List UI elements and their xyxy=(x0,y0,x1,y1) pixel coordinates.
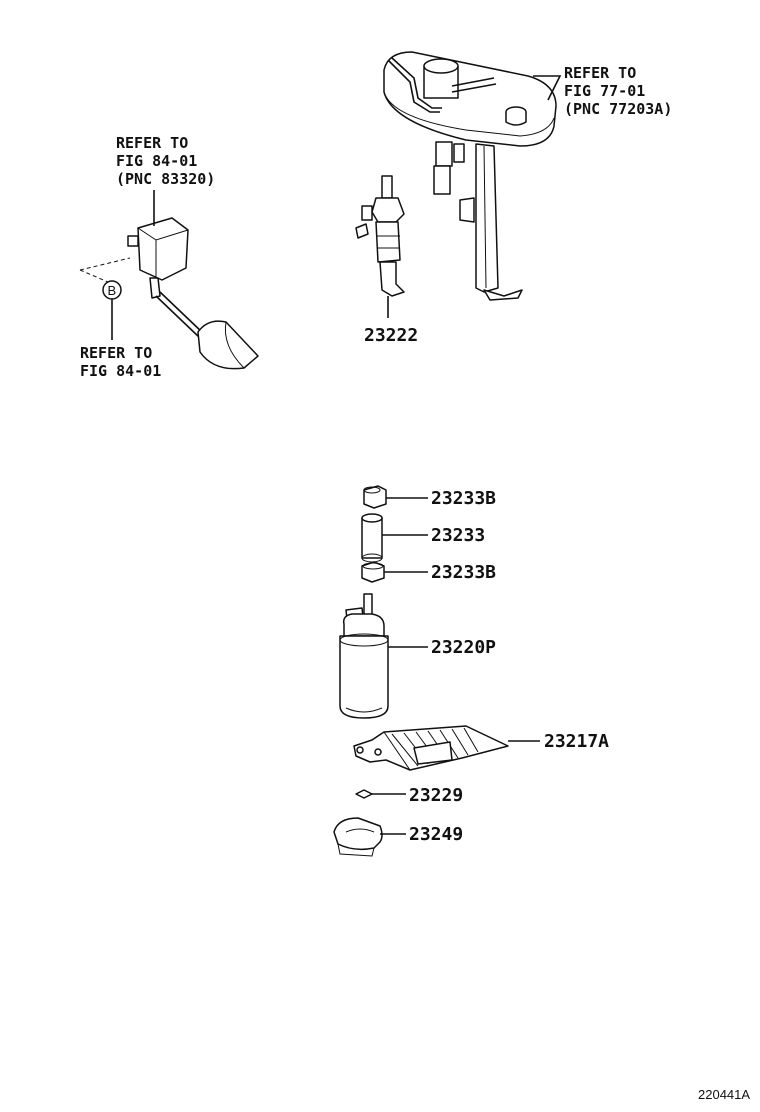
part-23220p-drawing[interactable] xyxy=(339,593,389,719)
part-23233-drawing[interactable] xyxy=(361,513,383,563)
part-23233-label[interactable]: 23233 xyxy=(431,525,485,546)
part-23233b-lower-label[interactable]: 23233B xyxy=(431,562,496,583)
part-23220p-label[interactable]: 23220P xyxy=(431,637,496,658)
part-23233b-upper-drawing[interactable] xyxy=(363,485,387,509)
bracket-ref-line2: FIG 77-01 xyxy=(564,82,645,100)
part-23217a-label[interactable]: 23217A xyxy=(544,731,609,752)
part-23233b-lower-drawing[interactable] xyxy=(361,561,385,583)
part-23217a-drawing[interactable] xyxy=(353,725,509,771)
bracket-ref-line1: REFER TO xyxy=(564,64,636,82)
part-23222-label[interactable]: 23222 xyxy=(364,325,418,346)
bracket-leader-line xyxy=(533,75,562,101)
part-23222-drawing[interactable] xyxy=(355,175,405,297)
sender-ref-line2: FIG 84-01 xyxy=(116,152,197,170)
fuel-pump-bracket[interactable] xyxy=(383,51,557,301)
fuel-sender-gauge[interactable] xyxy=(79,217,259,370)
b-ref-line2: FIG 84-01 xyxy=(80,362,161,380)
part-23249-drawing[interactable] xyxy=(333,817,383,857)
part-23233b-upper-label[interactable]: 23233B xyxy=(431,488,496,509)
bracket-ref-line3: (PNC 77203A) xyxy=(564,100,672,118)
part-23249-label[interactable]: 23249 xyxy=(409,824,463,845)
part-23229-label[interactable]: 23229 xyxy=(409,785,463,806)
diagram-code: 220441A xyxy=(698,1087,750,1102)
part-23229-drawing[interactable] xyxy=(355,789,373,799)
callout-b-letter: B xyxy=(108,283,117,298)
b-ref-line1: REFER TO xyxy=(80,344,152,362)
sender-ref-line1: REFER TO xyxy=(116,134,188,152)
sender-ref-line3: (PNC 83320) xyxy=(116,170,215,188)
